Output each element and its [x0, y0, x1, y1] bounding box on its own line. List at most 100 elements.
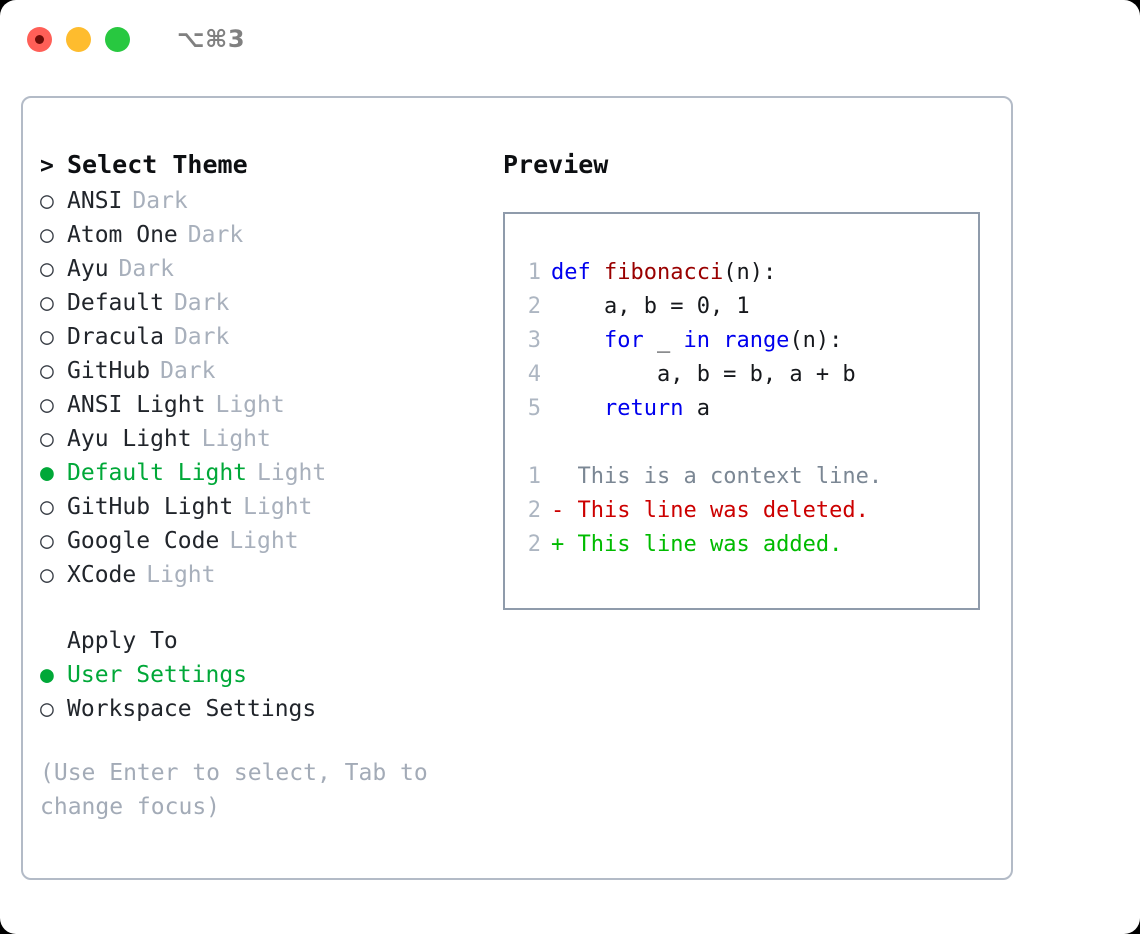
code-line: 4 a, b = b, a + b [521, 358, 978, 392]
theme-variant-badge: Dark [132, 188, 188, 214]
diff-text: This line was added. [577, 532, 843, 557]
theme-name-label: Atom One [67, 222, 178, 248]
line-number: 2 [527, 294, 541, 319]
theme-variant-badge: Dark [173, 290, 230, 316]
theme-variant-badge: Dark [160, 358, 216, 384]
radio-unselected-icon: ○ [40, 392, 54, 418]
code-token: for [551, 328, 657, 353]
code-line: 2 a, b = 0, 1 [521, 290, 978, 324]
diff-sample: 1 This is a context line.2- This line wa… [521, 460, 978, 562]
apply-to-label: User Settings [67, 662, 248, 688]
diff-text: This is a context line. [577, 464, 883, 489]
apply-to-item[interactable]: ○ Workspace Settings [40, 692, 493, 726]
apply-to-title: Apply To [67, 628, 178, 654]
theme-name-label: ANSI [67, 188, 123, 214]
apply-to-list: ●User Settings ○ Workspace Settings [40, 658, 493, 726]
theme-variant-badge: Light [215, 392, 285, 418]
theme-list-item[interactable]: ○ ANSI Light Light [40, 388, 493, 422]
diff-line: 2 + This line was added. [521, 528, 978, 562]
radio-unselected-icon: ○ [40, 222, 54, 248]
radio-selected-icon: ● [40, 460, 54, 486]
theme-name-label: ANSI Light [67, 392, 206, 418]
theme-variant-badge: Dark [187, 222, 244, 248]
theme-name-label: XCode [67, 562, 137, 588]
code-token: fibonacci [603, 260, 724, 285]
keyboard-shortcut-label: ⌥⌘3 [177, 25, 246, 53]
radio-unselected-icon: ○ [40, 290, 54, 316]
spacer [40, 592, 493, 624]
apply-to-label: Workspace Settings [67, 696, 317, 722]
diff-marker [551, 464, 578, 489]
diff-line: 2- This line was deleted. [521, 494, 978, 528]
code-token: (n): [789, 328, 843, 353]
theme-list-item[interactable]: ○ XCode Light [40, 558, 493, 592]
window-controls [27, 26, 130, 52]
theme-name-label: Default [67, 290, 164, 316]
theme-variant-badge: Light [257, 460, 327, 486]
radio-unselected-icon: ○ [40, 188, 54, 214]
radio-unselected-icon: ○ [40, 696, 54, 722]
line-number: 2 [527, 532, 541, 557]
theme-list-item[interactable]: ○ ANSI Dark [40, 184, 493, 218]
radio-unselected-icon: ○ [40, 324, 54, 350]
line-number: 1 [527, 260, 541, 285]
radio-unselected-icon: ○ [40, 358, 54, 384]
theme-name-label: Ayu Light [67, 426, 192, 452]
theme-list-item[interactable]: ● Default Light Light [40, 456, 493, 490]
theme-list-item[interactable]: ○ Atom One Dark [40, 218, 493, 252]
code-token: in range [683, 328, 790, 353]
line-number: 2 [527, 498, 541, 523]
code-token: (n): [723, 260, 777, 285]
radio-unselected-icon: ○ [40, 256, 54, 282]
code-token: a, b = b, a + b [551, 362, 856, 387]
cursor-caret-icon: > [40, 153, 54, 179]
line-number: 1 [527, 464, 541, 489]
theme-variant-badge: Light [201, 426, 271, 452]
radio-unselected-icon: ○ [40, 426, 54, 452]
spacer [521, 426, 978, 460]
page-title: Select Theme [67, 150, 248, 179]
diff-text: This line was deleted. [577, 498, 869, 523]
theme-variant-badge: Dark [118, 256, 174, 282]
code-token: a, b = 0, 1 [551, 294, 750, 319]
line-number: 5 [527, 396, 541, 421]
line-number: 3 [527, 328, 541, 353]
theme-variant-badge: Light [243, 494, 313, 520]
code-line: 3 for _ in range(n): [521, 324, 978, 358]
close-button-icon[interactable] [27, 26, 52, 52]
preview-title: Preview [503, 150, 609, 179]
theme-list-item[interactable]: ○ Default Dark [40, 286, 493, 320]
theme-list-item[interactable]: ○ Ayu Light Light [40, 422, 493, 456]
theme-variant-badge: Dark [173, 324, 230, 350]
theme-name-label: Google Code [67, 528, 220, 554]
code-token: def [551, 260, 604, 285]
code-line: 1 def fibonacci(n): [521, 256, 978, 290]
radio-unselected-icon: ○ [40, 528, 54, 554]
minimize-button-icon[interactable] [66, 26, 91, 52]
diff-marker: + [551, 532, 578, 557]
code-token: a [696, 396, 710, 421]
code-token: _ [656, 328, 684, 353]
apply-to-item[interactable]: ●User Settings [40, 658, 493, 692]
theme-name-label: Default Light [67, 460, 248, 486]
code-token: return [551, 396, 697, 421]
theme-variant-badge: Light [146, 562, 216, 588]
title-bar: ⌥⌘3 [0, 0, 1140, 78]
radio-unselected-icon: ○ [40, 562, 54, 588]
keyboard-hint-text: (Use Enter to select, Tab to change focu… [40, 760, 442, 820]
theme-list-item[interactable]: ○ Google Code Light [40, 524, 493, 558]
zoom-button-icon[interactable] [105, 26, 130, 52]
theme-picker-header: > Select Theme [40, 146, 493, 184]
theme-variant-badge: Light [229, 528, 299, 554]
radio-unselected-icon: ○ [40, 494, 54, 520]
diff-line: 1 This is a context line. [521, 460, 978, 494]
